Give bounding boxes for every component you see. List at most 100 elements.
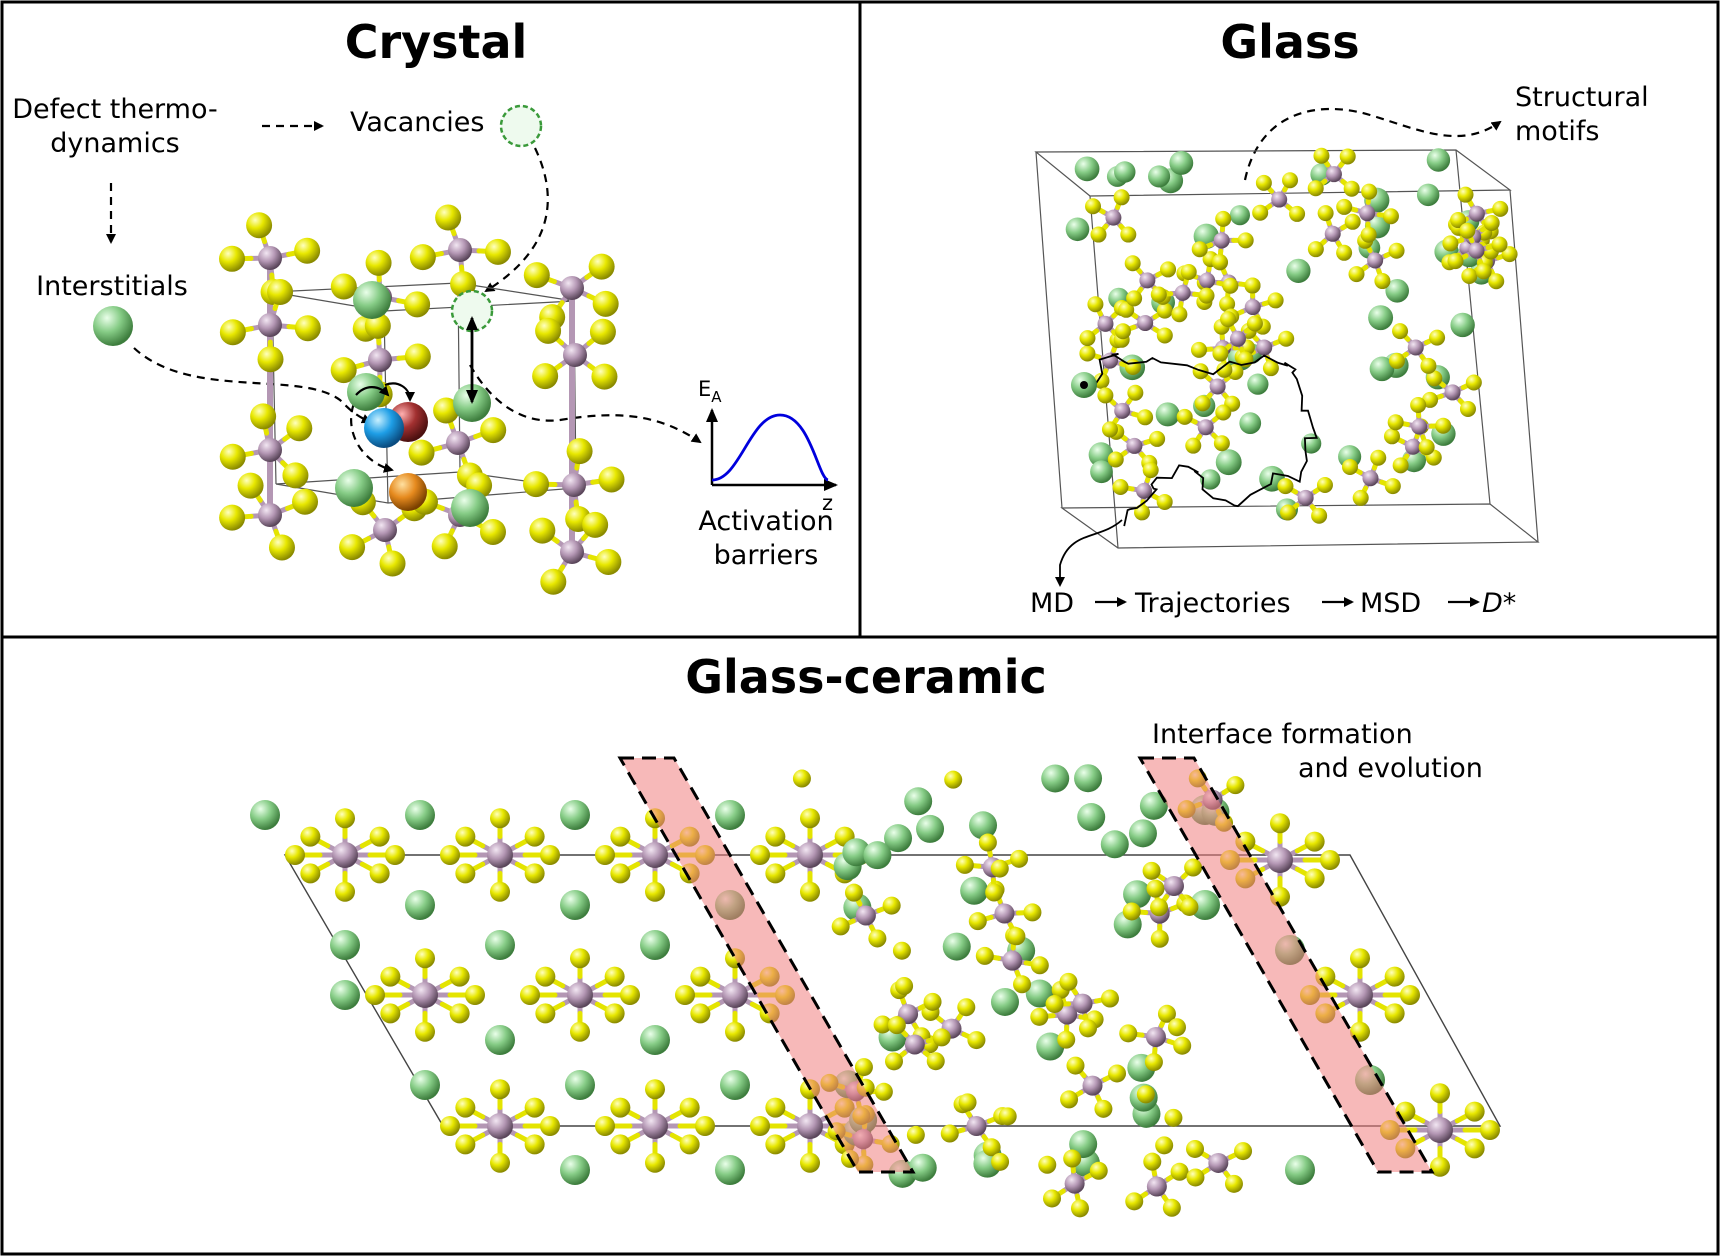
sulfur-atom bbox=[246, 212, 273, 239]
center-atom bbox=[1244, 299, 1261, 316]
sulfur-atom bbox=[1108, 1064, 1127, 1083]
sulfur-atom bbox=[415, 948, 435, 969]
sulfur-atom bbox=[800, 881, 820, 902]
sulfur-atom bbox=[1348, 266, 1365, 283]
sulfur-atom bbox=[1459, 400, 1476, 417]
sulfur-atom bbox=[604, 1003, 625, 1024]
sulfur-atom bbox=[282, 462, 309, 489]
center-atom bbox=[368, 348, 392, 372]
sulfur-atom bbox=[1488, 273, 1505, 290]
sulfur-atom bbox=[750, 1116, 770, 1136]
sulfur-atom bbox=[975, 946, 994, 965]
sulfur-atom bbox=[1038, 1155, 1057, 1174]
sulfur-atom bbox=[364, 312, 391, 339]
mobile-ion bbox=[1169, 151, 1194, 175]
sulfur-atom bbox=[1459, 222, 1476, 239]
sulfur-atom bbox=[219, 245, 246, 272]
sulfur-atom bbox=[1388, 352, 1405, 369]
sulfur-atom bbox=[1136, 1085, 1155, 1104]
sulfur-atom bbox=[532, 363, 559, 390]
sulfur-atom bbox=[1374, 273, 1391, 290]
center-atom bbox=[1064, 1173, 1085, 1194]
mobile-ion bbox=[1215, 449, 1242, 476]
sulfur-atom bbox=[1430, 1156, 1450, 1177]
mobile-ion bbox=[1088, 442, 1114, 468]
sulfur-atom bbox=[1142, 861, 1161, 880]
mobile-ion bbox=[1074, 156, 1100, 182]
sulfur-atom bbox=[1410, 397, 1427, 414]
sulfur-atom bbox=[1336, 244, 1353, 261]
center-atom bbox=[1145, 1026, 1166, 1047]
barrier-curve bbox=[711, 413, 829, 482]
center-atom bbox=[1359, 205, 1376, 222]
sulfur-atom bbox=[1142, 462, 1159, 479]
interface-band-right bbox=[1137, 756, 1435, 1174]
flow-trajectories: Trajectories bbox=[1134, 588, 1291, 619]
glass-structure bbox=[1065, 147, 1518, 524]
diffusion-trajectory bbox=[1083, 353, 1318, 527]
sulfur-atom bbox=[535, 1003, 556, 1024]
sulfur-atom bbox=[455, 1097, 476, 1118]
sulfur-atom bbox=[1010, 849, 1029, 868]
sulfur-atom bbox=[1226, 776, 1245, 795]
sulfur-atom bbox=[1150, 286, 1167, 303]
blue-defect-atom bbox=[364, 408, 404, 448]
sulfur-atom bbox=[1085, 198, 1102, 215]
sulfur-atom bbox=[1320, 850, 1340, 870]
sulfur-atom bbox=[294, 315, 321, 342]
sulfur-atom bbox=[380, 1003, 401, 1024]
mobile-ion bbox=[908, 1153, 937, 1182]
sulfur-atom bbox=[582, 511, 609, 538]
sulfur-atom bbox=[455, 826, 476, 847]
sulfur-atom bbox=[540, 568, 567, 595]
sulfur-atom bbox=[800, 808, 820, 829]
center-atom bbox=[966, 1116, 987, 1137]
sulfur-atom bbox=[1211, 253, 1228, 270]
sulfur-atom bbox=[1185, 437, 1202, 454]
sulfur-atom bbox=[1262, 360, 1279, 377]
vacancies-label: Vacancies bbox=[350, 107, 484, 138]
sulfur-atom bbox=[1435, 417, 1452, 434]
sulfur-atom bbox=[887, 1016, 906, 1035]
sulfur-atom bbox=[365, 249, 392, 276]
arrow-interstitial-path bbox=[133, 347, 372, 424]
mobile-ion bbox=[960, 876, 989, 905]
sulfur-atom bbox=[1213, 435, 1230, 452]
sulfur-atom bbox=[1146, 879, 1165, 898]
sulfur-atom bbox=[990, 859, 1009, 878]
sulfur-atom bbox=[598, 466, 625, 493]
sulfur-atom bbox=[868, 929, 887, 948]
mobile-ion bbox=[1041, 764, 1070, 793]
sulfur-atom bbox=[369, 826, 390, 847]
center-atom bbox=[1209, 378, 1226, 395]
sulfur-atom bbox=[1307, 241, 1324, 258]
mobile-ion bbox=[335, 469, 373, 507]
sulfur-atom bbox=[1097, 387, 1114, 404]
sulfur-atom bbox=[1079, 330, 1096, 347]
center-atom bbox=[1082, 1075, 1103, 1096]
sulfur-atom bbox=[588, 253, 615, 280]
mobile-ion bbox=[1426, 148, 1451, 172]
mobile-ion bbox=[405, 890, 435, 920]
mobile-ion bbox=[904, 787, 933, 816]
mobile-ion bbox=[410, 1070, 440, 1100]
sulfur-atom bbox=[958, 1093, 977, 1112]
sulfur-atom bbox=[267, 279, 294, 306]
mobile-ion bbox=[565, 1070, 595, 1100]
sulfur-atom bbox=[379, 550, 406, 577]
vacancy-site-icon bbox=[450, 289, 494, 333]
center-atom bbox=[1126, 437, 1143, 454]
sulfur-atom bbox=[435, 204, 462, 231]
sulfur-atom bbox=[765, 1097, 786, 1118]
center-atom bbox=[1367, 252, 1384, 269]
mobile-ion bbox=[560, 1155, 590, 1185]
sulfur-atom bbox=[268, 534, 295, 561]
sulfur-atom bbox=[455, 863, 476, 884]
center-atom bbox=[560, 540, 584, 564]
sulfur-atom bbox=[1465, 374, 1482, 391]
center-atom bbox=[1057, 1004, 1078, 1025]
sulfur-atom bbox=[1191, 241, 1208, 258]
vacancy-icon bbox=[499, 104, 543, 148]
sulfur-atom bbox=[595, 845, 615, 865]
